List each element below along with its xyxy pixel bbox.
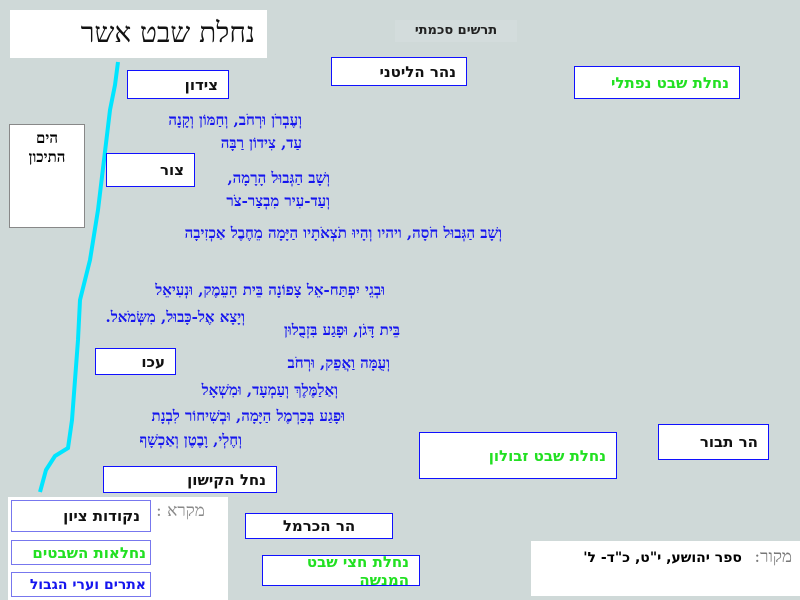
label-carmel: הר הכרמל <box>245 513 393 539</box>
label-tabor: הר תבור <box>658 424 769 460</box>
label-sea: הים התיכון <box>9 124 85 228</box>
verse-line: וְיָצָא אֶל-כָּבוּל, מִשְּׂמֹאל. <box>105 308 246 326</box>
label-tyre: צור <box>106 153 195 187</box>
legend-panel: מקרא : נקודות ציון נחלאות השבטים אתרים ו… <box>8 497 228 600</box>
verse-line: וְשָׁב הַגְּבוּל חֹסָה, ויהיו וְהָיוּ תֹ… <box>184 224 502 242</box>
verse-line: וְעֶבְרֹן וּרְחֹב, וְחַמּוֹן וְקָנָה <box>168 111 302 129</box>
verse-line: וְשָׁב הַגְּבוּל הָרָמָה, <box>227 169 330 187</box>
label-kishon: נחל הקישון <box>103 466 277 493</box>
label-litani: נהר הליטני <box>331 57 467 86</box>
source-text: ספר יהושע, י"ט, כ"ד- ל' <box>583 550 742 566</box>
label-sidon: צידון <box>127 70 229 99</box>
legend-title: מקרא : <box>156 501 205 521</box>
verse-line: וּפָגַע בְּכַרְמֶל הַיָּמָה, וּבְשִׁיחוֹ… <box>151 407 345 425</box>
legend-landmarks: נקודות ציון <box>11 500 151 532</box>
verse-line: וְחֶלְי, וָבֶטֶן וְאַכְשָׁף <box>139 431 242 449</box>
verse-line: וְעַד-עִיר מִבְצַר-צֹר <box>226 192 330 210</box>
label-zevulun: נחלת שבט זבולון <box>419 432 617 479</box>
source-label: מקור: <box>754 547 792 567</box>
label-menashe: נחלת חצי שבט המנשה <box>262 553 420 589</box>
label-acre: עכו <box>95 348 176 375</box>
verse-line: וְעֻמָּה וַאֲפֵק, וּרְחֹב <box>287 354 390 372</box>
verse-line: וּבְגֵי יִפְתַּח-אֵל צָפוֹנָה בֵּית הָעֵ… <box>155 281 385 299</box>
verse-line: בֵּית דָּגֹן, וּפָגַע בִּזְבֻלוּן <box>284 321 400 339</box>
verse-line: עַד, צִידוֹן רַבָּה <box>220 134 302 152</box>
label-naftali: נחלת שבט נפתלי <box>574 66 740 99</box>
subtitle: תרשים סכמתי <box>395 20 517 42</box>
source-box: מקור: ספר יהושע, י"ט, כ"ד- ל' <box>531 541 800 596</box>
legend-tribes: נחלאות השבטים <box>11 540 151 565</box>
page-title: נחלת שבט אשר <box>10 10 267 58</box>
legend-sites: אתרים וערי הגבול <box>11 572 151 597</box>
verse-line: וְאַלַמֶּלֶךְ וְעַמְעָד, וּמִשְׁאָל <box>201 381 338 399</box>
